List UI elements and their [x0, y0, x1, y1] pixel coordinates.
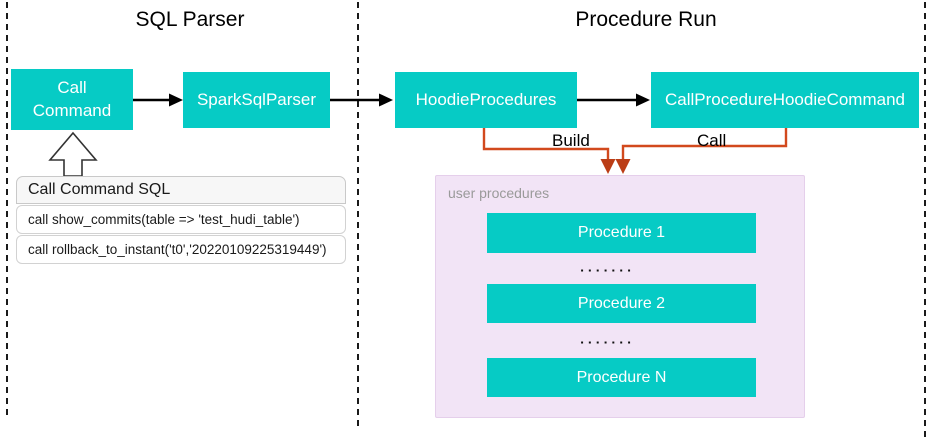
node-spark-sql-parser: SparkSqlParser [183, 72, 330, 128]
procedure-2-label: Procedure 2 [577, 294, 666, 312]
sql-example-rollback-to-instant: call rollback_to_instant('t0','202201092… [16, 235, 346, 264]
sql-example-show-commits: call show_commits(table => 'test_hudi_ta… [16, 205, 346, 234]
user-procedures-label: user procedures [448, 185, 550, 201]
arrow-sparksqlparser-to-hoodieprocedures [330, 93, 393, 107]
node-hoodie-procedures-label: HoodieProcedures [415, 89, 557, 109]
procedure-1-label: Procedure 1 [577, 224, 666, 241]
node-call-command-label: Call Command [32, 77, 112, 120]
node-spark-sql-parser-label: SparkSqlParser [196, 89, 317, 109]
node-call-procedure-hoodie-command: CallProcedureHoodieCommand [651, 72, 919, 128]
ellipsis-dots-icon: ▪▪▪▪▪▪▪ [580, 338, 636, 347]
node-call-procedure-hoodie-command-label: CallProcedureHoodieCommand [664, 89, 905, 109]
call-edge-label: Call [697, 131, 727, 150]
procedure-n-label: Procedure N [576, 368, 667, 386]
build-edge-label: Build [552, 131, 590, 150]
call-connector [615, 128, 788, 174]
build-arrowhead-icon [600, 159, 616, 174]
ellipsis-dots-icon: ▪▪▪▪▪▪▪ [580, 266, 636, 275]
procedure-run-section-title: Procedure Run [575, 8, 717, 31]
procedure-1-box: Procedure 1 [487, 213, 756, 253]
sql-panel-header: Call Command SQL [16, 176, 346, 204]
user-procedures-panel: user procedures Procedure 1 ▪▪▪▪▪▪▪ Proc… [435, 175, 805, 418]
sql-parser-section-title: SQL Parser [135, 8, 245, 31]
hollow-up-arrow [48, 131, 98, 177]
node-call-command: Call Command [11, 69, 133, 130]
procedure-2-box: Procedure 2 [487, 284, 756, 323]
arrow-hoodieprocedures-to-callprocedurehoodiecommand [577, 93, 650, 107]
arrow-callcommand-to-sparksqlparser [133, 93, 183, 107]
build-connector [482, 128, 616, 174]
procedure-n-box: Procedure N [487, 358, 756, 397]
node-hoodie-procedures: HoodieProcedures [395, 72, 577, 128]
call-arrowhead-icon [615, 159, 631, 174]
